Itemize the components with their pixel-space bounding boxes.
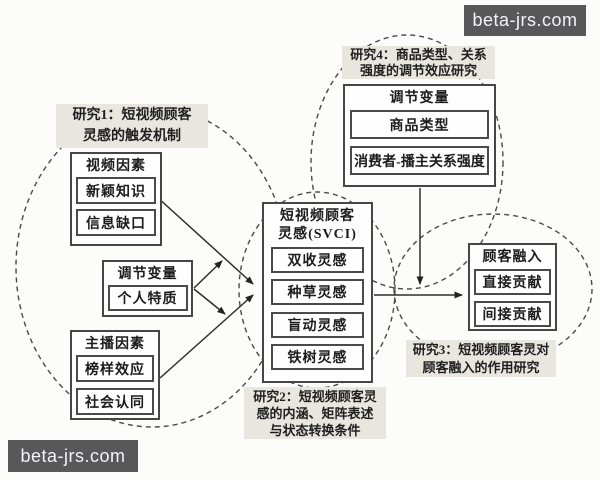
consumer-streamer-tie-strength-box: 消费者-播主关系强度 [350, 146, 489, 175]
direct-contribution-box: 直接贡献 [474, 269, 551, 295]
moderator-left-box: 调节变量 个人特质 [102, 260, 193, 317]
study2-label-line3: 与状态转换条件 [269, 422, 361, 438]
study1-label-line1: 研究1：短视频顾客 [72, 108, 192, 123]
watermark-top-right: beta-jrs.com [464, 5, 586, 36]
svci-title-line1: 短视频顾客 [280, 209, 355, 224]
arrow-streamer-factors-to-svci [159, 294, 254, 379]
svci-item-shuangshou-box: 双收灵感 [271, 247, 364, 273]
study3-label: 研究3：短视频顾客灵对 顾客融入的作用研究 [406, 340, 556, 377]
streamer-factors-box: 主播因素 榜样效应 社会认同 [70, 330, 160, 420]
svci-title-line2: 灵感(SVCI) [278, 227, 357, 242]
study1-label: 研究1：短视频顾客 灵感的触发机制 [56, 104, 208, 148]
svci-item-tieshu-box: 铁树灵感 [271, 344, 364, 370]
customer-engagement-box: 顾客融入 直接贡献 间接贡献 [468, 243, 557, 331]
customer-engagement-title: 顾客融入 [482, 250, 543, 265]
study4-label: 研究4：商品类型、关系 强度的调节效应研究 [342, 46, 495, 79]
study4-label-line1: 研究4：商品类型、关系 [350, 46, 487, 62]
personal-traits-box: 个人特质 [107, 285, 188, 311]
moderator-top-box: 调节变量 商品类型 消费者-播主关系强度 [343, 84, 496, 187]
ellipse-study4-scope [310, 34, 504, 290]
study1-label-line2: 灵感的触发机制 [83, 129, 181, 144]
svci-item-mangdong-box: 盲动灵感 [271, 312, 364, 338]
study2-label-line1: 研究2：短视频顾客灵 [253, 388, 377, 404]
video-factors-box: 视频因素 新颖知识 信息缺口 [70, 152, 162, 246]
svci-box: 短视频顾客 灵感(SVCI) 双收灵感 种草灵感 盲动灵感 铁树灵感 [262, 202, 373, 383]
novel-knowledge-box: 新颖知识 [76, 177, 156, 204]
information-gap-box: 信息缺口 [76, 209, 156, 236]
study3-label-line1: 研究3：短视频顾客灵对 [412, 341, 550, 357]
moderator-left-title: 调节变量 [117, 267, 178, 282]
study2-label: 研究2：短视频顾客灵 感的内涵、矩阵表述 与状态转换条件 [244, 387, 386, 439]
product-type-box: 商品类型 [350, 110, 489, 139]
arrow-moderator-left-down [193, 288, 226, 315]
arrow-moderator-left-up [193, 260, 223, 289]
arrow-video-factors-to-svci [156, 196, 254, 285]
svci-item-zhongcao-box: 种草灵感 [271, 279, 364, 305]
study2-label-line2: 感的内涵、矩阵表述 [256, 405, 374, 421]
study3-label-line2: 顾客融入的作用研究 [422, 359, 540, 375]
svci-title: 短视频顾客 灵感(SVCI) [278, 204, 357, 244]
study4-label-line2: 强度的调节效应研究 [359, 62, 477, 78]
indirect-contribution-box: 间接贡献 [474, 301, 551, 327]
streamer-factors-title: 主播因素 [85, 337, 145, 352]
social-identification-box: 社会认同 [76, 388, 154, 415]
moderator-top-title: 调节变量 [389, 91, 450, 106]
watermark-bottom-left: beta-jrs.com [8, 440, 138, 472]
video-factors-title: 视频因素 [86, 159, 146, 174]
role-model-effect-box: 榜样效应 [76, 355, 154, 382]
